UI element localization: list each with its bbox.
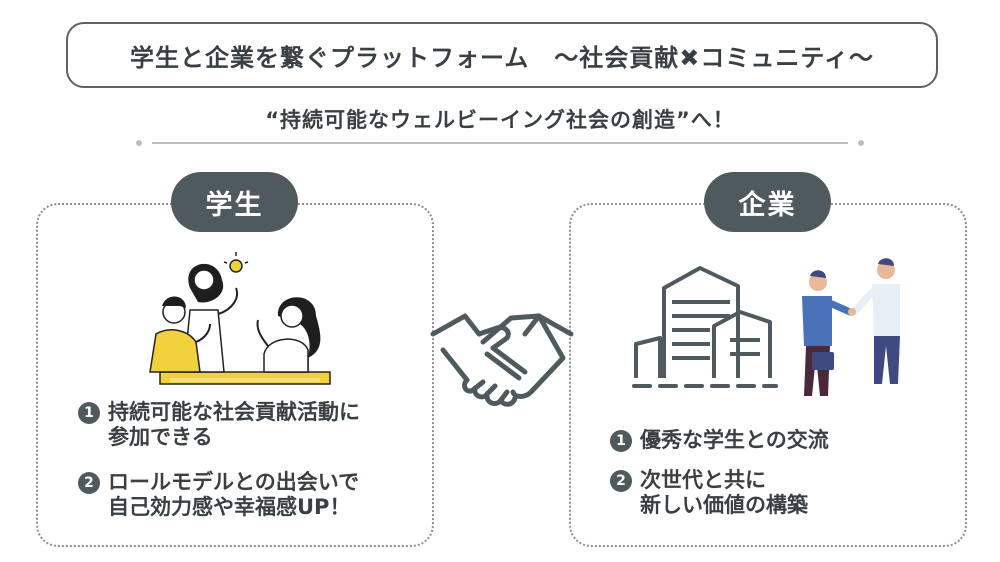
students-item-1-line2: 参加できる bbox=[108, 425, 213, 450]
students-discussing-illustration bbox=[149, 252, 331, 385]
companies-item-1-line1: 優秀な学生との交流 bbox=[640, 428, 829, 452]
students-item-1: 1 持続可能な社会貢献活動に 参加できる bbox=[78, 400, 360, 450]
number-badge: 2 bbox=[610, 470, 632, 492]
divider-dot-right bbox=[858, 140, 864, 146]
companies-item-2: 2 次世代と共に 新しい価値の構築 bbox=[610, 468, 808, 518]
companies-item-2-line2: 新しい価値の構築 bbox=[640, 493, 808, 518]
students-label-pill: 学生 bbox=[171, 172, 298, 232]
students-item-1-line1: 持続可能な社会貢献活動に bbox=[108, 400, 360, 424]
number-badge: 1 bbox=[78, 402, 100, 424]
companies-item-2-line1: 次世代と共に bbox=[640, 468, 766, 492]
page-title: 学生と企業を繋ぐプラットフォーム 〜社会貢献✖︎コミュニティ〜 bbox=[130, 43, 874, 72]
companies-label-pill: 企業 bbox=[704, 172, 831, 232]
students-item-2: 2 ロールモデルとの出会いで 自己効力感や幸福感UP！ bbox=[78, 470, 359, 520]
title-box: 学生と企業を繋ぐプラットフォーム 〜社会貢献✖︎コミュニティ〜 bbox=[66, 22, 938, 88]
number-badge: 2 bbox=[78, 472, 100, 494]
divider bbox=[136, 140, 864, 146]
companies-item-1: 1 優秀な学生との交流 bbox=[610, 428, 829, 453]
students-item-2-line1: ロールモデルとの出会いで bbox=[108, 470, 360, 494]
office-building-icon bbox=[632, 266, 778, 388]
number-badge: 1 bbox=[610, 430, 632, 452]
divider-line bbox=[152, 142, 848, 144]
subtitle: “持続可能なウェルビーイング社会の創造”へ！ bbox=[265, 108, 735, 132]
handshake-icon bbox=[430, 313, 574, 407]
students-item-2-line2: 自己効力感や幸福感UP！ bbox=[108, 495, 351, 520]
businessmen-handshake-illustration bbox=[802, 258, 900, 396]
divider-dot-left bbox=[136, 140, 142, 146]
